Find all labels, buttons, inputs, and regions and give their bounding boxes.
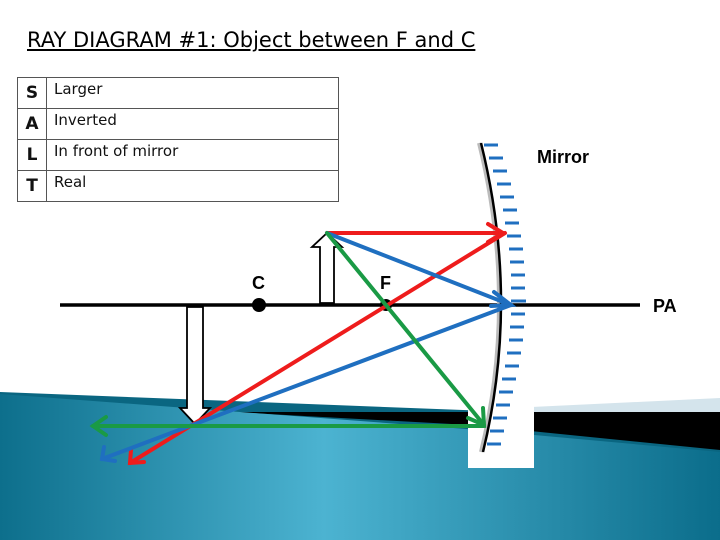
table-row: A Inverted (17, 108, 339, 140)
mirror-hatch-ticks (484, 143, 526, 446)
image-arrow (177, 306, 213, 426)
salt-key-attitude: A (17, 108, 47, 140)
center-of-curvature-label: C (252, 273, 265, 293)
principal-axis-label: PA (653, 296, 677, 316)
salt-value-size: Larger (46, 77, 339, 109)
salt-value-location: In front of mirror (46, 139, 339, 171)
mirror-label: Mirror (537, 147, 590, 167)
table-row: T Real (17, 170, 339, 202)
salt-key-type: T (17, 170, 47, 202)
focal-point-label: F (380, 273, 391, 293)
ray-vertex-blue (99, 231, 517, 463)
salt-value-type: Real (46, 170, 339, 202)
salt-table: S Larger A Inverted L In front of mirror… (17, 77, 339, 202)
salt-key-size: S (17, 77, 47, 109)
salt-key-location: L (17, 139, 47, 171)
table-row: L In front of mirror (17, 139, 339, 171)
salt-value-attitude: Inverted (46, 108, 339, 140)
slide-title: RAY DIAGRAM #1: Object between F and C (27, 28, 476, 52)
table-row: S Larger (17, 77, 339, 109)
center-of-curvature-point (252, 298, 266, 312)
ray-focus-green (89, 231, 487, 437)
